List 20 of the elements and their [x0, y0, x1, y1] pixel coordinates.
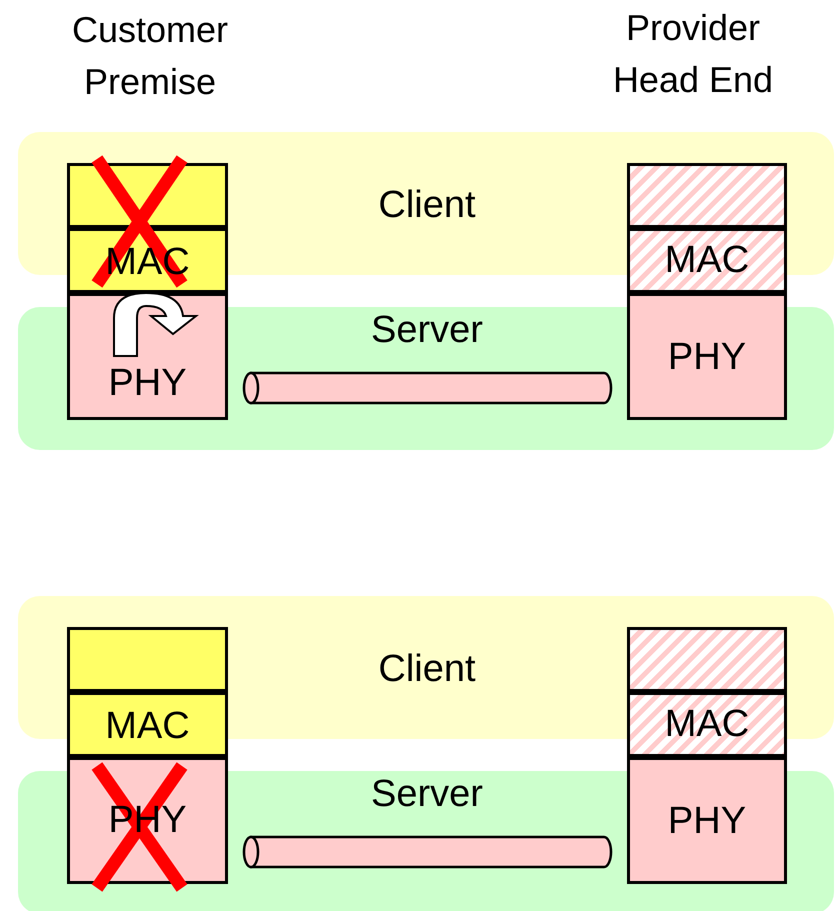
- layer-label: MAC: [664, 240, 750, 280]
- band-label: Client: [377, 649, 477, 689]
- layer-label: MAC: [104, 706, 191, 746]
- layer-label: PHY: [107, 363, 188, 403]
- protocol-layer-box: [627, 692, 787, 757]
- protocol-layer-box: [627, 228, 787, 293]
- band-label: Server: [370, 310, 484, 350]
- protocol-layer-box: [67, 627, 228, 692]
- band-label: Server: [370, 774, 484, 814]
- protocol-layer-box: [627, 293, 787, 420]
- layer-label: PHY: [666, 801, 748, 841]
- layer-label: PHY: [666, 337, 748, 377]
- column-heading: Customer Premise: [70, 8, 230, 104]
- column-heading: Provider Head End: [612, 6, 774, 102]
- protocol-layer-box: [627, 757, 787, 884]
- band-label: Client: [377, 185, 477, 225]
- protocol-layer-box: [627, 627, 787, 692]
- protocol-layer-box: [627, 163, 787, 228]
- protocol-layer-box: [67, 692, 228, 757]
- layer-label: MAC: [664, 704, 750, 744]
